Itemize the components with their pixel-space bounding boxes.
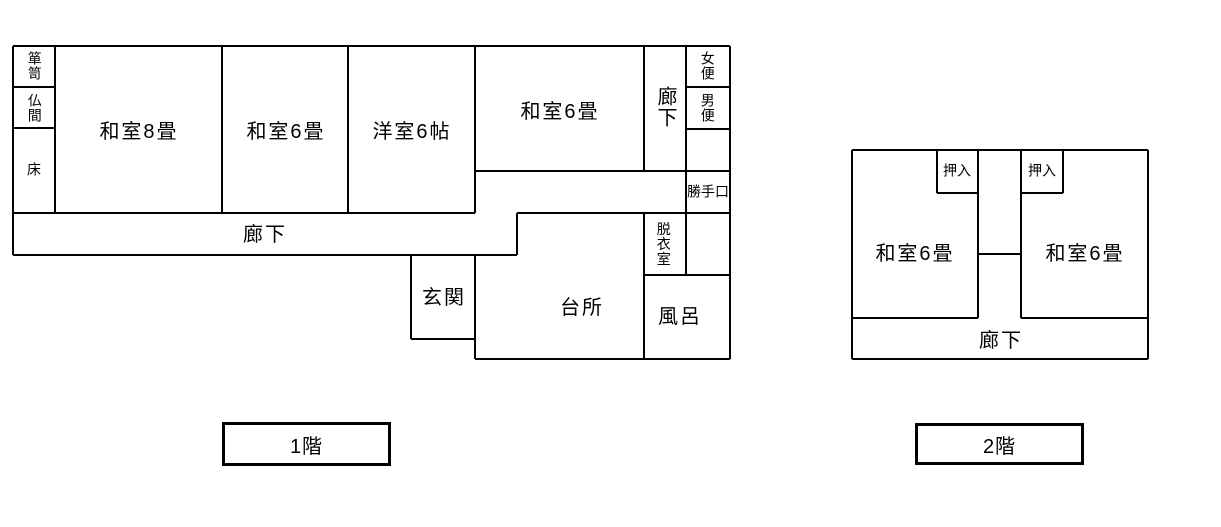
room-label-oshiire-left: 押入 bbox=[943, 162, 971, 179]
room-label-rouka-1f: 廊下 bbox=[243, 224, 287, 246]
room-label-rouka-2f-text: 廊下 bbox=[979, 330, 1023, 352]
room-label-katteguchi: 勝手口 bbox=[687, 183, 729, 200]
floor2-title-box: 2階 bbox=[915, 423, 1084, 465]
room-label-washitsu6-2f-right: 和室6畳 bbox=[1045, 243, 1125, 265]
room-label-butsuma: 仏間 bbox=[26, 93, 43, 123]
room-label-washitsu6-b: 和室6畳 bbox=[520, 101, 600, 123]
room-label-onnaben: 女便 bbox=[699, 51, 716, 81]
room-label-otokoben: 男便 bbox=[699, 93, 716, 123]
room-label-datsuishitsu: 脱衣室 bbox=[655, 221, 672, 267]
room-label-washitsu6-2f-left: 和室6畳 bbox=[875, 243, 955, 265]
floor1-title-box: 1階 bbox=[222, 422, 391, 466]
room-label-oshiire-right: 押入 bbox=[1028, 162, 1056, 179]
floor2-title: 2階 bbox=[982, 435, 1017, 458]
room-label-rouka-vertical: 廊下 bbox=[654, 86, 676, 128]
floor1-title: 1階 bbox=[289, 435, 324, 458]
room-label-washitsu8: 和室8畳 bbox=[99, 121, 179, 143]
room-label-youshitsu6: 洋室6帖 bbox=[372, 121, 452, 143]
room-label-washitsu6-a: 和室6畳 bbox=[246, 121, 326, 143]
room-label-genkan: 玄関 bbox=[422, 287, 466, 309]
room-label-tansu: 箪笥 bbox=[26, 51, 43, 81]
room-label-toko: 床 bbox=[27, 161, 41, 178]
room-label-daidokoro: 台所 bbox=[560, 297, 604, 319]
room-label-furo: 風呂 bbox=[658, 306, 702, 328]
